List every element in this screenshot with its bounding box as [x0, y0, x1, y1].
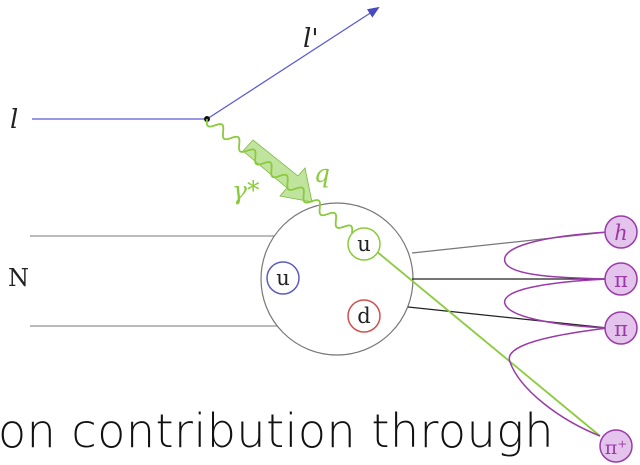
nucleon-label: N	[8, 264, 29, 292]
hadron-pion-2: π	[605, 312, 637, 344]
spectator-u-quark: u	[267, 262, 299, 294]
hadron-line-3	[408, 307, 608, 328]
photon-label: γ*	[232, 176, 260, 205]
struck-u-quark: u	[348, 228, 380, 260]
fragmentation-string-2	[505, 279, 608, 328]
hadron-pion-2-label: π	[614, 317, 628, 341]
struck-u-quark-label: u	[357, 232, 371, 256]
hadron-pion-plus-label: π⁺	[605, 437, 628, 459]
spectator-d-quark-label: d	[357, 304, 370, 328]
hadron-h: h	[605, 216, 637, 248]
fragmentation-string-1	[505, 232, 608, 279]
caption-text: on contribution through	[0, 404, 554, 458]
spectator-u-quark-label: u	[276, 266, 290, 290]
hadron-pion-1: π	[605, 263, 637, 295]
outgoing-lepton-line	[207, 8, 378, 119]
hadron-pion-1-label: π	[614, 268, 628, 292]
outgoing-lepton-label: l'	[303, 24, 318, 54]
spectator-d-quark: d	[348, 300, 380, 332]
hadron-pion-plus: π⁺	[600, 430, 632, 462]
momentum-transfer-label: q	[314, 159, 330, 188]
incoming-lepton-label: l	[10, 105, 18, 135]
hadron-h-label: h	[614, 221, 628, 245]
